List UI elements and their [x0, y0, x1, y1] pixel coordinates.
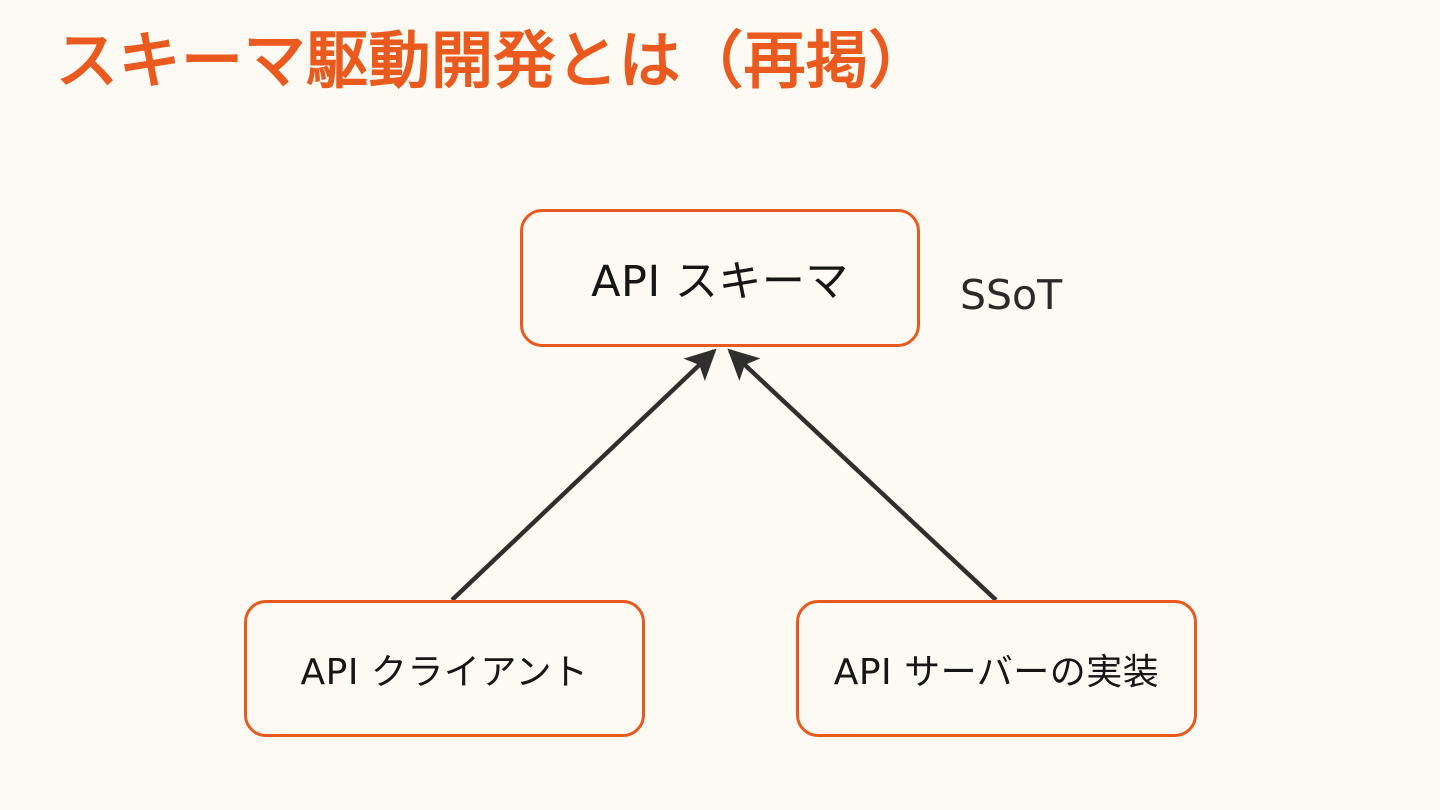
node-api-client-label: API クライアント — [300, 651, 589, 693]
arrow-server-to-schema — [727, 348, 998, 602]
arrow-client-to-schema — [450, 348, 717, 602]
ssot-annotation-label: SSoT — [960, 271, 1063, 319]
node-api-schema[interactable]: API スキーマ — [520, 209, 920, 347]
node-api-client[interactable]: API クライアント — [244, 600, 645, 737]
node-api-server-implementation[interactable]: API サーバーの実装 — [796, 600, 1197, 737]
node-api-server-implementation-label: API サーバーの実装 — [833, 651, 1160, 693]
page-title: スキーマ駆動開発とは（再掲） — [56, 24, 932, 97]
node-api-schema-label: API スキーマ — [591, 257, 849, 307]
